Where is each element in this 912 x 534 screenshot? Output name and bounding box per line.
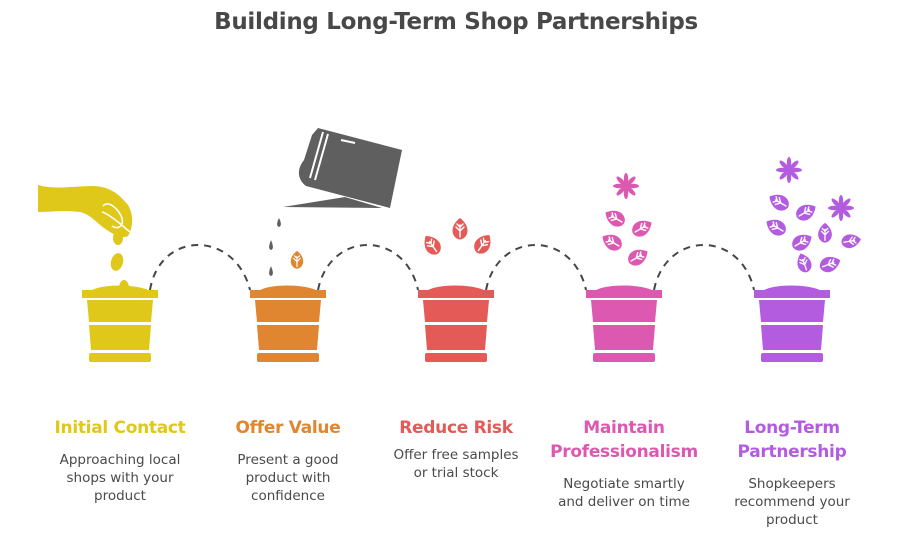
- step-description: Present a good product with confidence: [237, 452, 339, 504]
- step-long-term-partnership: Long-Term Partnership Shopkeepers recomm…: [707, 416, 877, 529]
- step-reduce-risk: Reduce Risk Offer free samples or trial …: [371, 416, 541, 482]
- flower-leaves-icon: [598, 173, 656, 270]
- pot-4: [586, 285, 662, 362]
- pot-2: [250, 285, 326, 362]
- step-description: Approaching local shops with your produc…: [59, 452, 181, 504]
- connector-4-5: [653, 244, 755, 291]
- leaves-growing-icon: [418, 217, 497, 259]
- connector-1-2: [149, 244, 251, 291]
- pot-1: [82, 285, 158, 362]
- step-heading: Offer Value: [235, 418, 341, 438]
- step-heading: Maintain Professionalism: [550, 418, 698, 462]
- step-description: Shopkeepers recommend your product: [734, 476, 850, 528]
- step-heading: Long-Term Partnership: [737, 418, 847, 462]
- watering-can-sprout-icon: [269, 128, 402, 276]
- connector-3-4: [485, 244, 587, 291]
- step-initial-contact: Initial Contact Approaching local shops …: [35, 416, 205, 505]
- step-heading: Initial Contact: [54, 418, 186, 438]
- step-description: Negotiate smartly and deliver on time: [558, 476, 690, 510]
- connectors: [149, 244, 755, 291]
- step-offer-value: Offer Value Present a good product with …: [203, 416, 373, 505]
- pot-3: [418, 285, 494, 362]
- flourishing-flowers-icon: [762, 157, 863, 276]
- pot-5: [754, 285, 830, 362]
- connector-2-3: [317, 244, 419, 291]
- step-heading: Reduce Risk: [399, 418, 513, 438]
- hand-dropping-seeds-icon: [38, 185, 133, 296]
- step-description: Offer free samples or trial stock: [393, 447, 519, 481]
- page-title: Building Long-Term Shop Partnerships: [214, 9, 698, 35]
- step-maintain-professionalism: Maintain Professionalism Negotiate smart…: [539, 416, 709, 511]
